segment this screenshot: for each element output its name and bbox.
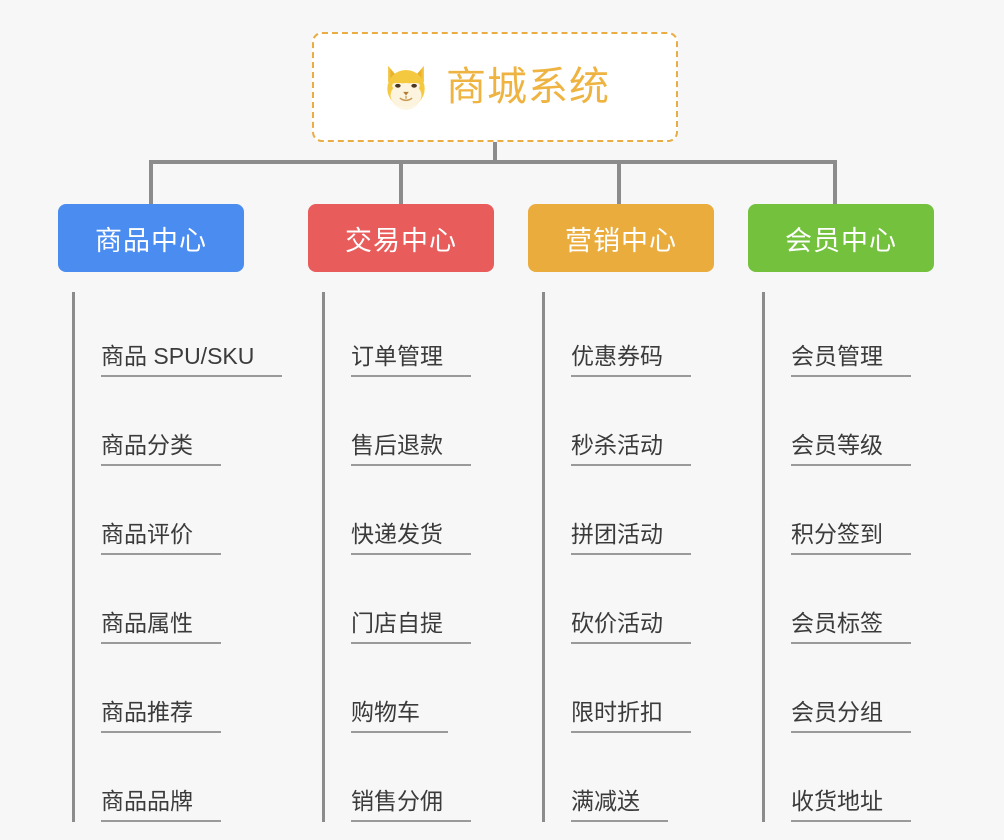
- branch-column-4: 会员中心 会员管理 会员等级 积分签到 会员标签 会员分组 收货地址: [748, 204, 968, 822]
- list-item[interactable]: 商品属性: [75, 555, 278, 644]
- list-item[interactable]: 商品评价: [75, 466, 278, 555]
- list-item[interactable]: 砍价活动: [545, 555, 748, 644]
- list-item-label: 订单管理: [351, 343, 471, 377]
- list-item-label: 快递发货: [351, 521, 471, 555]
- branch-column-2: 交易中心 订单管理 售后退款 快递发货 门店自提 购物车 销售分佣: [308, 204, 528, 822]
- list-item-label: 会员管理: [791, 343, 911, 377]
- branch-header-1[interactable]: 商品中心: [58, 204, 244, 272]
- list-item-label: 商品属性: [101, 610, 221, 644]
- list-item[interactable]: 收货地址: [765, 733, 968, 822]
- list-item[interactable]: 商品品牌: [75, 733, 278, 822]
- list-item[interactable]: 优惠券码: [545, 292, 748, 377]
- list-item-label: 拼团活动: [571, 521, 691, 555]
- list-item[interactable]: 快递发货: [325, 466, 528, 555]
- leaf-list-4: 会员管理 会员等级 积分签到 会员标签 会员分组 收货地址: [762, 292, 968, 822]
- list-item[interactable]: 会员标签: [765, 555, 968, 644]
- list-item[interactable]: 购物车: [325, 644, 528, 733]
- list-item[interactable]: 售后退款: [325, 377, 528, 466]
- list-item-label: 商品分类: [101, 432, 221, 466]
- list-item[interactable]: 商品推荐: [75, 644, 278, 733]
- list-item[interactable]: 拼团活动: [545, 466, 748, 555]
- list-item-label: 门店自提: [351, 610, 471, 644]
- list-item-label: 会员分组: [791, 699, 911, 733]
- list-item-label: 购物车: [351, 699, 448, 733]
- leaf-list-1: 商品 SPU/SKU 商品分类 商品评价 商品属性 商品推荐 商品品牌: [72, 292, 283, 822]
- list-item[interactable]: 订单管理: [325, 292, 528, 377]
- branch-column-3: 营销中心 优惠券码 秒杀活动 拼团活动 砍价活动 限时折扣 满减送: [528, 204, 748, 822]
- list-item-label: 商品评价: [101, 521, 221, 555]
- list-item[interactable]: 商品分类: [75, 377, 278, 466]
- connector-drop-3: [617, 160, 621, 204]
- connector-drop-4: [833, 160, 837, 204]
- connector-drop-1: [149, 160, 153, 204]
- branch-header-4[interactable]: 会员中心: [748, 204, 934, 272]
- list-item-label: 收货地址: [791, 788, 911, 822]
- list-item[interactable]: 秒杀活动: [545, 377, 748, 466]
- list-item-label: 会员标签: [791, 610, 911, 644]
- root-node[interactable]: 商城系统: [312, 32, 678, 142]
- list-item[interactable]: 会员分组: [765, 644, 968, 733]
- list-item[interactable]: 会员等级: [765, 377, 968, 466]
- list-item[interactable]: 销售分佣: [325, 733, 528, 822]
- list-item-label: 商品 SPU/SKU: [101, 343, 283, 377]
- branch-header-2[interactable]: 交易中心: [308, 204, 494, 272]
- leaf-list-3: 优惠券码 秒杀活动 拼团活动 砍价活动 限时折扣 满减送: [542, 292, 748, 822]
- list-item-label: 满减送: [571, 788, 668, 822]
- list-item[interactable]: 限时折扣: [545, 644, 748, 733]
- connector-drop-2: [399, 160, 403, 204]
- connector-root-stem: [493, 142, 497, 162]
- shiba-dog-face-icon: [380, 61, 432, 113]
- list-item-label: 售后退款: [351, 432, 471, 466]
- list-item-label: 商品推荐: [101, 699, 221, 733]
- list-item-label: 砍价活动: [571, 610, 691, 644]
- list-item[interactable]: 门店自提: [325, 555, 528, 644]
- list-item-label: 秒杀活动: [571, 432, 691, 466]
- list-item[interactable]: 会员管理: [765, 292, 968, 377]
- list-item-label: 会员等级: [791, 432, 911, 466]
- list-item-label: 优惠券码: [571, 343, 691, 377]
- list-item[interactable]: 满减送: [545, 733, 748, 822]
- list-item-label: 积分签到: [791, 521, 911, 555]
- list-item-label: 商品品牌: [101, 788, 221, 822]
- leaf-list-2: 订单管理 售后退款 快递发货 门店自提 购物车 销售分佣: [322, 292, 528, 822]
- branch-column-1: 商品中心 商品 SPU/SKU 商品分类 商品评价 商品属性 商品推荐 商品品牌: [58, 204, 283, 822]
- list-item[interactable]: 商品 SPU/SKU: [75, 292, 283, 377]
- list-item-label: 销售分佣: [351, 788, 471, 822]
- list-item[interactable]: 积分签到: [765, 466, 968, 555]
- root-title: 商城系统: [446, 65, 610, 109]
- connector-horizontal-bar: [149, 160, 837, 164]
- branch-header-3[interactable]: 营销中心: [528, 204, 714, 272]
- list-item-label: 限时折扣: [571, 699, 691, 733]
